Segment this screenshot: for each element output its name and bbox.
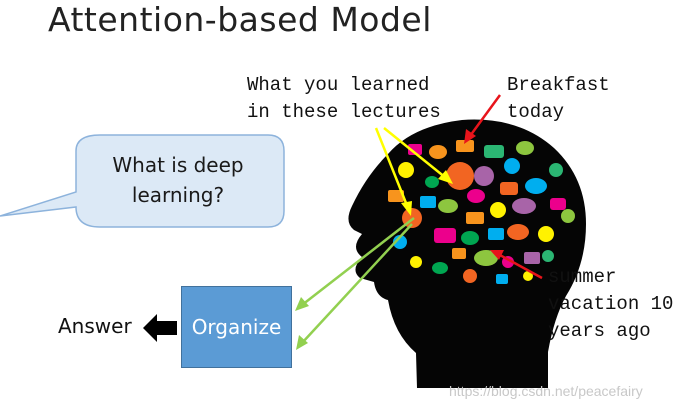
summer-line-1: summer xyxy=(548,266,616,288)
breakfast-line-2: today xyxy=(507,101,564,123)
lectures-line-1: What you learned xyxy=(247,74,429,96)
breakfast-label: Breakfast today xyxy=(507,72,610,126)
answer-label: Answer xyxy=(58,314,132,338)
organize-box: Organize xyxy=(181,286,292,368)
watermark: https://blog.csdn.net/peacefairy xyxy=(449,383,643,399)
summer-line-3: years ago xyxy=(548,320,651,342)
lectures-label: What you learned in these lectures xyxy=(247,72,441,126)
question-text: What is deep learning? xyxy=(92,150,264,210)
breakfast-line-1: Breakfast xyxy=(507,74,610,96)
lectures-line-2: in these lectures xyxy=(247,101,441,123)
summer-line-2: vacation 10 xyxy=(548,293,673,315)
left-arrow-icon xyxy=(143,314,177,342)
organize-label: Organize xyxy=(192,315,282,339)
summer-label: summer vacation 10 years ago xyxy=(548,264,673,345)
